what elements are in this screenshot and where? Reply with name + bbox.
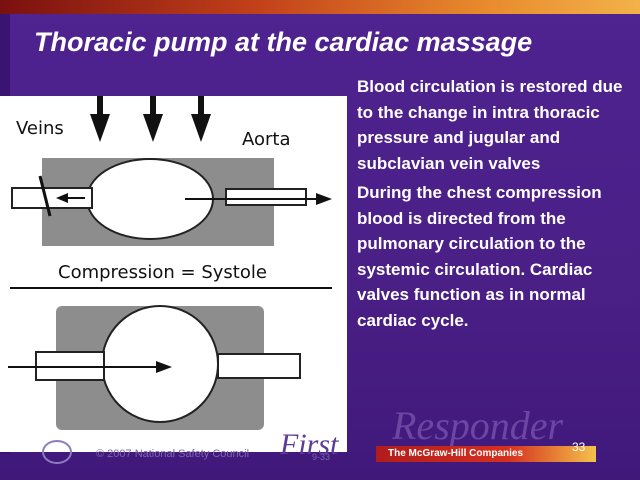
page-code: 9-33 <box>312 452 331 462</box>
publisher-bar <box>376 446 596 462</box>
thoracic-pump-diagram: Veins Aorta Compression = Systole <box>0 96 347 452</box>
bullet-item-1: Blood circulation is restored due to the… <box>340 74 636 176</box>
aorta-tube-top <box>225 188 307 206</box>
copyright-text: © 2007 National Safety Council <box>96 448 250 460</box>
nsc-logo-icon <box>42 440 72 464</box>
backflow-arrow <box>56 193 85 203</box>
aorta-tube-bottom <box>217 353 301 379</box>
down-arrow-2 <box>143 96 163 142</box>
bullet-list: Blood circulation is restored due to the… <box>340 74 636 394</box>
watermark-responder: Responder <box>392 403 564 448</box>
vein-valve-closed <box>38 175 52 217</box>
veins-label: Veins <box>16 118 64 139</box>
aorta-label: Aorta <box>242 129 291 150</box>
diagram-svg: Veins Aorta Compression = Systole <box>8 96 332 430</box>
inflow-arrow-bottom <box>8 361 172 373</box>
outflow-arrow-top <box>185 193 332 205</box>
down-arrow-3 <box>191 96 211 142</box>
publisher-logo-text: The McGraw-Hill Companies <box>388 448 524 459</box>
diagram-caption: Compression = Systole <box>58 262 267 283</box>
top-accent-bar <box>0 0 640 14</box>
bullet-text-1: Blood circulation is restored due to the… <box>357 77 623 173</box>
bullet-item-2: During the chest compression blood is di… <box>340 180 636 333</box>
down-arrow-1 <box>90 96 110 142</box>
page-number: 33 <box>572 440 586 454</box>
watermark-first: First <box>280 428 339 461</box>
slide-title: Thoracic pump at the cardiac massage <box>34 27 533 57</box>
compression-arrows <box>90 96 211 142</box>
vein-tube-top <box>11 187 93 209</box>
bullet-text-2: During the chest compression blood is di… <box>357 183 602 330</box>
